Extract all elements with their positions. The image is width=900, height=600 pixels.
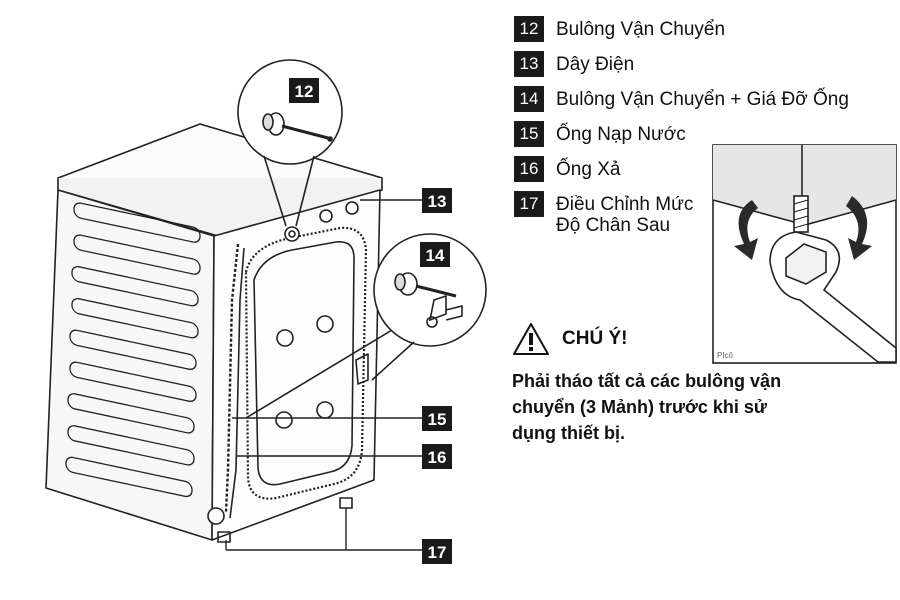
legend-label: Dây Điện	[556, 54, 635, 75]
inlet-hose-drawing	[224, 243, 240, 513]
callout-12: 12	[289, 78, 319, 103]
callout-15: 15	[422, 406, 452, 431]
warning-triangle-icon	[513, 323, 549, 355]
svg-text:17: 17	[428, 543, 447, 562]
rear-cover	[244, 226, 368, 500]
rotate-right-arrow-icon	[846, 196, 872, 260]
legend-item-15: 15 Ống Nạp Nước	[514, 121, 900, 147]
callout-16: 16	[422, 444, 452, 469]
callout-13: 13	[422, 188, 452, 213]
legend-number: 14	[514, 86, 544, 112]
legend-item-12: 12 Bulông Vận Chuyển	[514, 16, 900, 42]
legend-label: Ống Nạp Nước	[556, 124, 686, 145]
legend-number: 13	[514, 51, 544, 77]
legend-item-16: 16 Ống Xả	[514, 156, 900, 182]
legend-label: Điều Chỉnh Mức Độ Chân Sau	[556, 194, 694, 236]
leader-lines	[225, 199, 422, 551]
wrench-inset: PIcô	[712, 144, 897, 364]
svg-text:12: 12	[295, 82, 314, 101]
washing-machine	[45, 123, 383, 543]
drain-hose-drawing	[229, 247, 245, 519]
legend-label: Bulông Vận Chuyển	[556, 19, 726, 40]
legend-number: 16	[514, 156, 544, 182]
svg-text:15: 15	[428, 410, 447, 429]
svg-text:16: 16	[428, 448, 447, 467]
caution-title: CHÚ Ý!	[562, 328, 628, 349]
caution-note: CHÚ Ý! Phải tháo tất cả các bulông vận c…	[512, 322, 872, 446]
legend-number: 17	[514, 191, 544, 217]
rotate-left-arrow-icon	[734, 200, 758, 260]
legend-label: Ống Xả	[556, 159, 621, 180]
svg-text:PIcô: PIcô	[717, 351, 734, 360]
zoom-circle-14	[245, 233, 487, 419]
legend-item-14: 14 Bulông Vận Chuyển + Giá Đỡ Ống	[514, 86, 900, 112]
svg-text:13: 13	[428, 192, 447, 211]
callout-14: 14	[420, 242, 450, 267]
legend-number: 12	[514, 16, 544, 42]
legend-item-13: 13 Dây Điện	[514, 51, 900, 77]
svg-text:14: 14	[426, 246, 445, 265]
caution-header: CHÚ Ý!	[512, 322, 872, 356]
legend-item-17: 17 Điều Chỉnh Mức Độ Chân Sau	[514, 191, 900, 236]
side-vents	[65, 202, 201, 498]
legend-label: Bulông Vận Chuyển + Giá Đỡ Ống	[556, 89, 849, 110]
callout-17: 17	[422, 539, 452, 564]
parts-legend: 12 Bulông Vận Chuyển 13 Dây Điện 14 Bulô…	[514, 16, 900, 245]
machine-rear	[211, 189, 381, 541]
legend-number: 15	[514, 121, 544, 147]
caution-text: Phải tháo tất cả các bulông vận chuyển (…	[512, 371, 782, 443]
